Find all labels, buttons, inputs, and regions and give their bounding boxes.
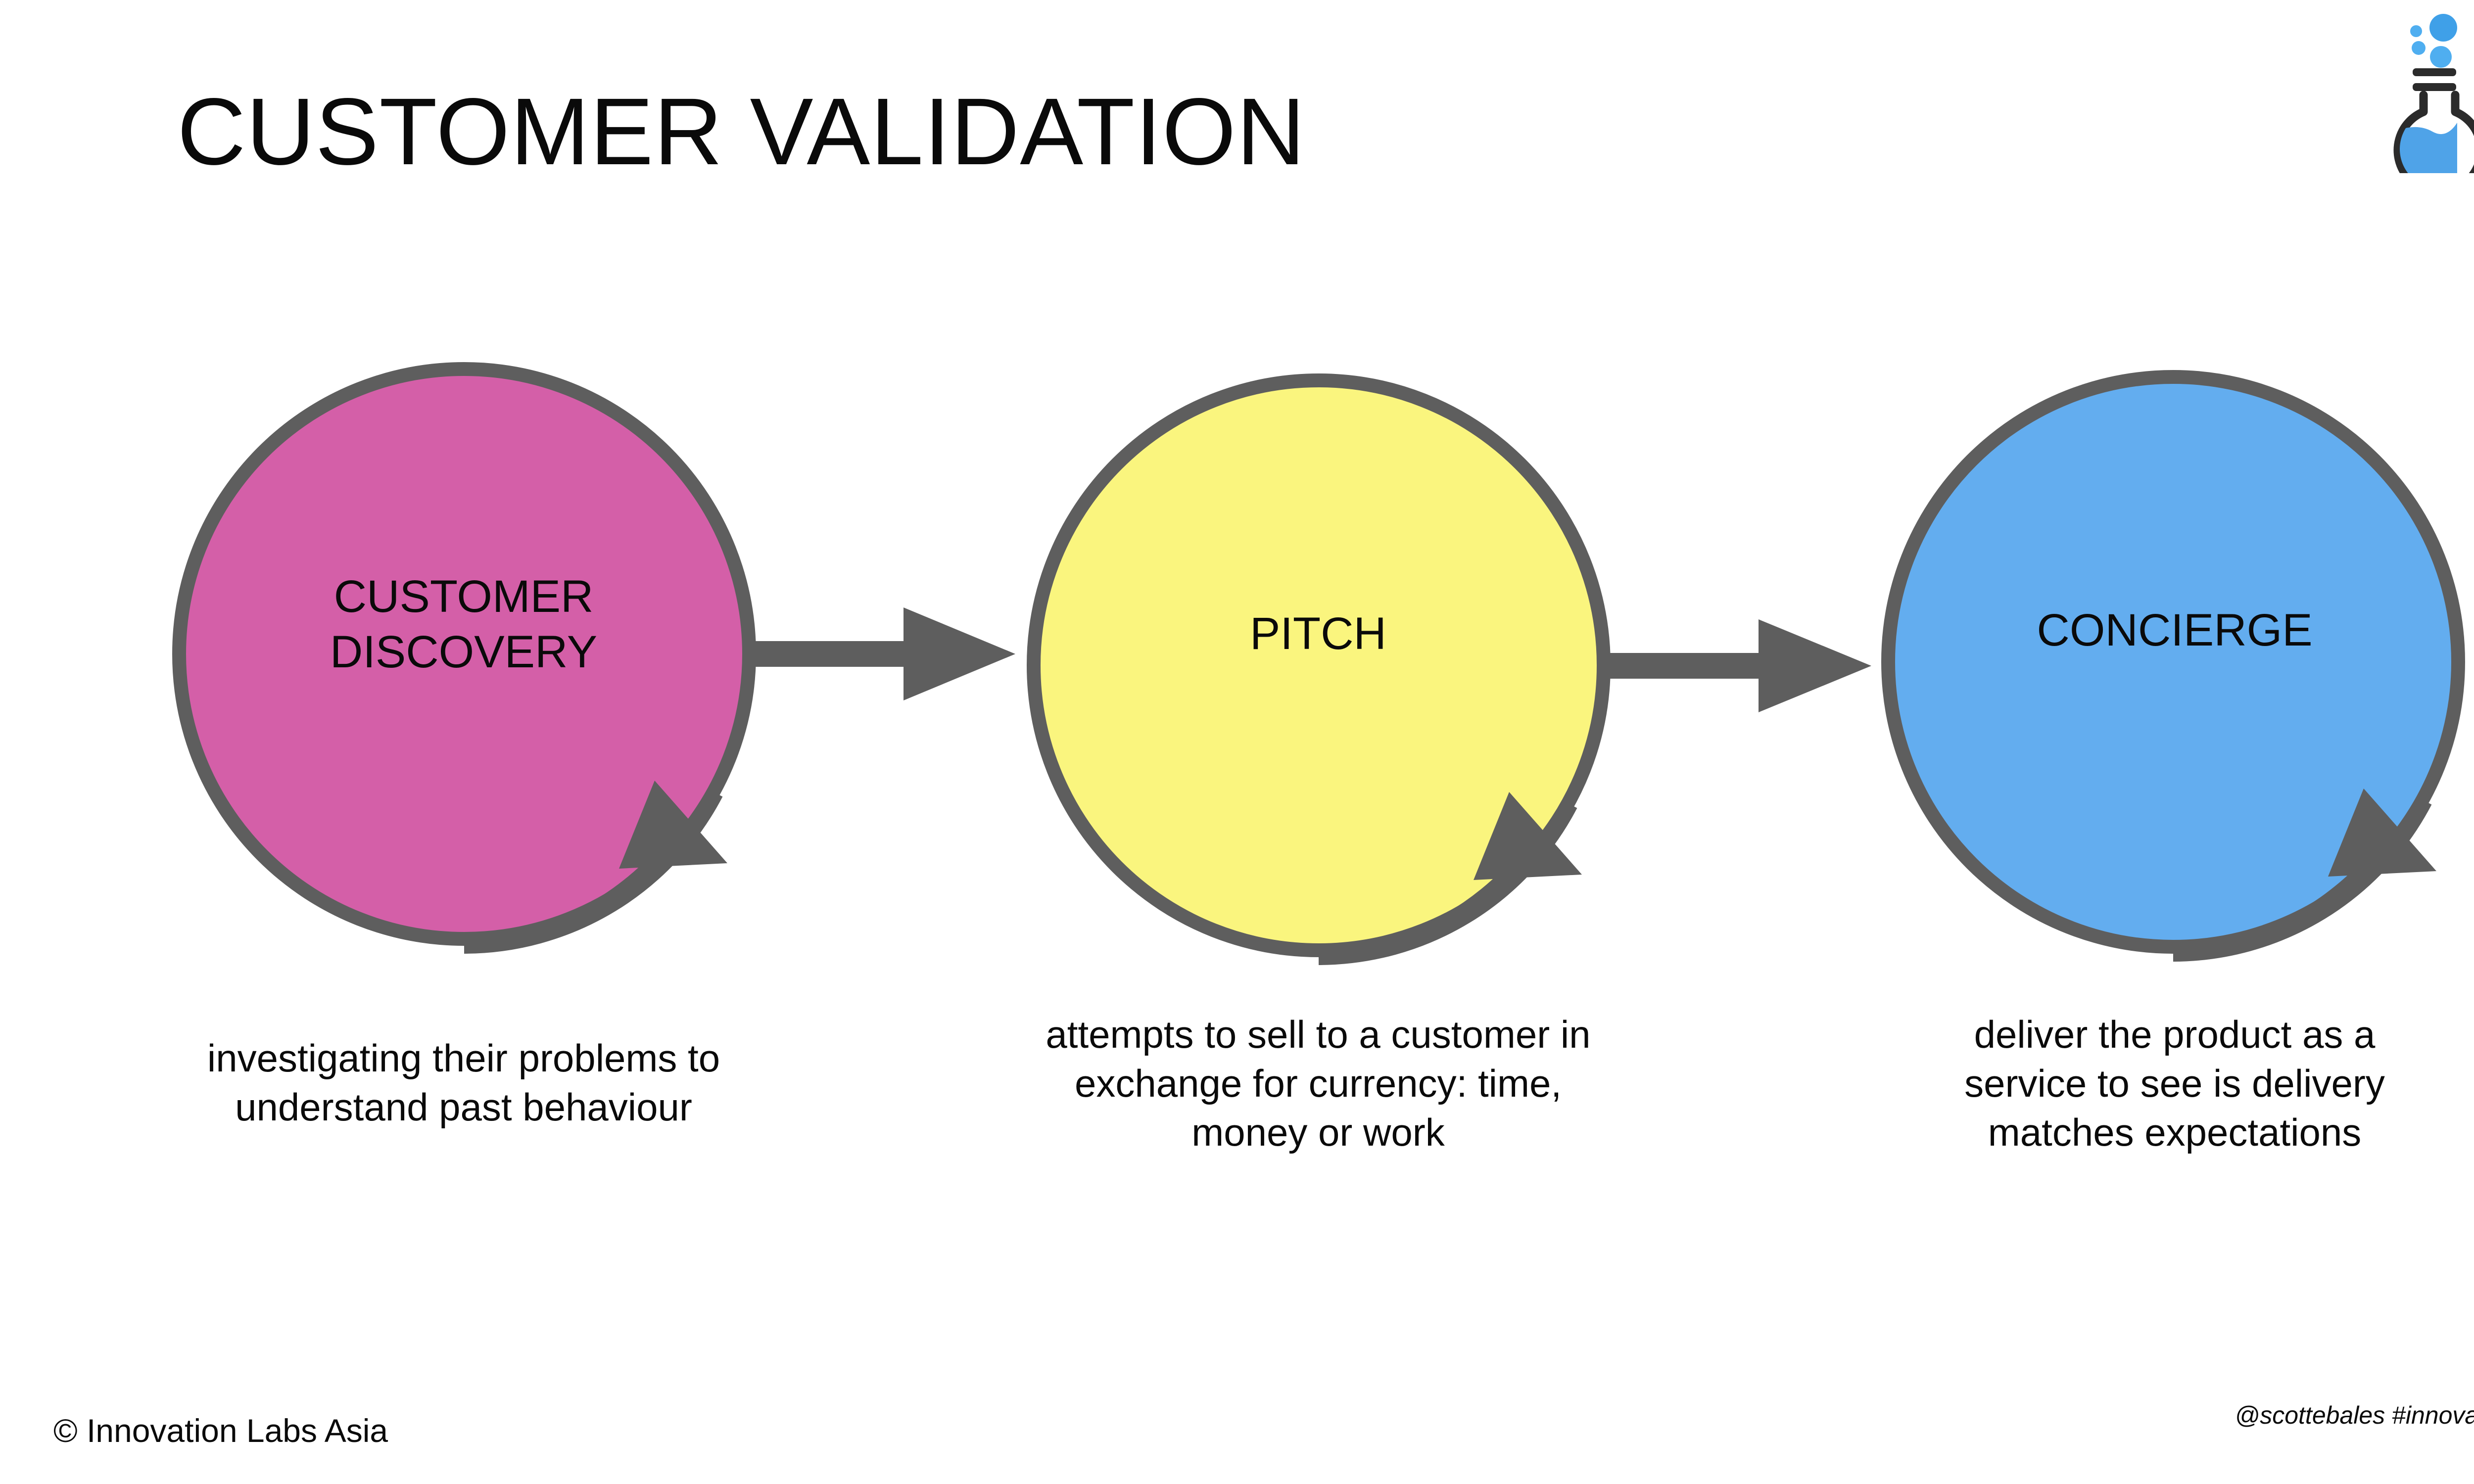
footer-copyright: © Innovation Labs Asia xyxy=(53,1412,388,1449)
loop-arrow-customer-discovery xyxy=(464,781,727,954)
loop-arrow-pitch xyxy=(1318,792,1582,965)
node-pitch[interactable] xyxy=(1027,373,1611,965)
caption-pitch: attempts to sell to a customer in exchan… xyxy=(1046,1013,1591,1155)
loop-arrow-concierge xyxy=(2173,788,2436,962)
node-label-concierge: CONCIERGE xyxy=(2037,605,2313,655)
footer-social-handle: @scottebales #innovationronin xyxy=(2235,1401,2474,1429)
node-label-pitch: PITCH xyxy=(1250,608,1386,659)
flask-logo xyxy=(2385,5,2474,196)
node-concierge[interactable] xyxy=(1881,370,2465,962)
node-customer-discovery[interactable] xyxy=(172,362,756,954)
caption-customer-discovery: investigating their problems to understa… xyxy=(207,1036,720,1129)
caption-concierge: deliver the product as a service to see … xyxy=(1964,1013,2385,1155)
node-label-customer-discovery: CUSTOMER DISCOVERY xyxy=(330,571,598,678)
page-title: CUSTOMER VALIDATION xyxy=(177,78,1306,185)
connector-pitch-to-concierge xyxy=(1605,619,1871,712)
connector-discovery-to-pitch xyxy=(750,607,1015,700)
